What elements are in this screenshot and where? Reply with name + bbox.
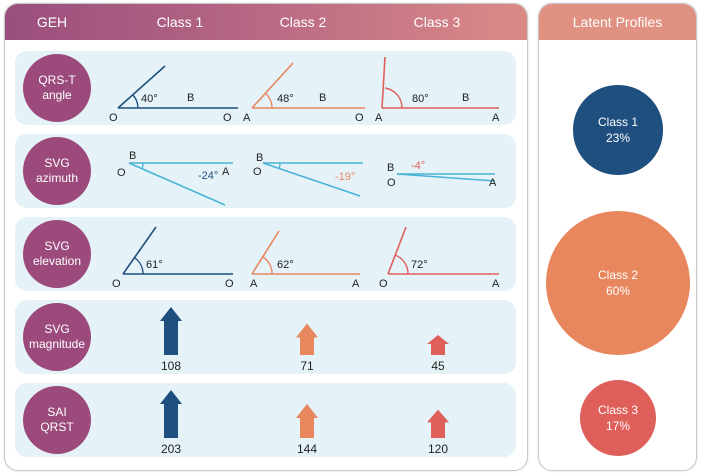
elevation-class1-right: O [225,278,234,290]
azimuth-class1-b: B [129,150,136,162]
magnitude-class3-value: 45 [431,359,445,373]
qrst-angle-class1-right: O [223,112,232,124]
qrst-angle-class2-right: O [355,112,364,124]
azimuth-class3-b: B [387,162,394,174]
azimuth-class1 [128,162,233,206]
qrst-angle-class1 [117,65,238,109]
geh-panel: GEH Class 1 Class 2 Class 3 QRS-T angle … [4,3,528,471]
label-line1: SVG [44,322,70,336]
elevation-class3-value: 72° [411,259,428,271]
elevation-class2 [251,230,360,275]
sai-arrow-class3 [427,409,449,438]
azimuth-class3-value: -4° [411,160,425,172]
qrst-angle-class2-left: A [243,112,251,124]
svg-magnitude-arrows: 108 71 45 [160,307,449,373]
magnitude-arrow-class1 [160,307,182,355]
elevation-class3 [387,226,499,275]
azimuth-class3-right: A [489,177,497,189]
elevation-class3-right: A [492,278,500,290]
label-line1: SAI [47,405,67,419]
label-svg-magnitude: SVG magnitude [23,303,91,371]
label-qrst-angle: QRS-T angle [23,54,91,122]
qrst-angle-class2-b: B [319,92,326,104]
row-sai-qrst: SAI QRST 203 144 120 [15,383,516,457]
azimuth-class2-left: O [253,166,262,178]
table-header: GEH Class 1 Class 2 Class 3 [5,4,527,40]
profile-class3-name: Class 3 [597,402,638,417]
profile-class3-pct: 17% [605,418,630,433]
azimuth-class3-left: O [387,177,396,189]
elevation-class1-left: O [112,278,121,290]
magnitude-class1-value: 108 [161,359,181,373]
profile-class1-pct: 23% [605,130,630,145]
qrst-angle-class3-left: A [375,112,383,124]
profile-class2: Class 2 60% [546,211,690,355]
label-line2: QRST [40,420,74,434]
label-svg-azimuth: SVG azimuth [23,137,91,205]
qrst-angle-class2-value: 48° [277,93,294,105]
svg-azimuth-diagrams: B O A -24° B O -19° B O A -4° [117,150,497,206]
qrst-angle-class2 [251,62,365,109]
qrst-angle-class3-value: 80° [412,93,429,105]
elevation-class3-left: O [379,278,388,290]
qrst-angle-class3-b: B [462,92,469,104]
qrst-angle-class1-b: B [187,92,194,104]
qrst-angle-class3-right: A [492,112,500,124]
latent-profiles-title: Latent Profiles [572,14,663,30]
magnitude-arrow-class3 [427,335,449,355]
qrst-angle-class3 [381,56,499,109]
azimuth-class3 [396,173,496,182]
sai-class3-value: 120 [428,442,448,456]
qrst-angle-class1-left: O [109,112,118,124]
label-line1: QRS-T [38,73,76,87]
latent-profiles-panel: Latent Profiles Class 1 23% Class 2 60% … [538,3,697,471]
row-svg-azimuth: SVG azimuth B O A -24° B O -19° [15,134,516,208]
svg-elevation-diagrams: 61° O O 62° A A 72° O A [112,226,500,290]
sai-arrow-class1 [160,390,182,438]
azimuth-class2-value: -19° [335,171,355,183]
header-geh: GEH [36,14,68,30]
sai-class2-value: 144 [297,442,317,456]
label-line2: magnitude [28,337,86,351]
header-class1: Class 1 [156,14,204,30]
elevation-class2-value: 62° [277,259,294,271]
profile-class2-pct: 60% [605,284,631,298]
row-svg-magnitude: SVG magnitude 108 71 45 [15,300,516,374]
azimuth-class1-value: -24° [198,170,218,182]
profile-class2-name: Class 2 [597,268,638,282]
header-class3: Class 3 [413,14,461,30]
label-line1: SVG [44,156,70,170]
row-qrst-angle: QRS-T angle 40° B O O 48° B A O [15,51,516,125]
profile-class1-name: Class 1 [597,114,638,129]
azimuth-class1-left: O [117,167,126,179]
magnitude-class2-value: 71 [300,359,314,373]
azimuth-class1-right: A [222,166,230,178]
profile-class1: Class 1 23% [573,85,663,175]
sai-class1-value: 203 [161,442,181,456]
sai-arrow-class2 [296,403,318,438]
elevation-class2-right: A [352,278,360,290]
elevation-class2-left: A [250,278,258,290]
azimuth-class2-b: B [256,152,263,164]
label-svg-elevation: SVG elevation [23,220,91,288]
label-line2: angle [42,88,72,102]
header-class2: Class 2 [279,14,327,30]
elevation-class1-value: 61° [146,259,163,271]
sai-qrst-arrows: 203 144 120 [160,390,449,456]
label-line1: SVG [44,239,70,253]
magnitude-arrow-class2 [296,323,318,355]
latent-profiles-header: Latent Profiles [539,4,696,40]
label-line2: elevation [32,254,82,268]
label-line2: azimuth [35,171,79,185]
azimuth-class2 [262,162,363,197]
qrst-angle-class1-value: 40° [141,93,158,105]
row-svg-elevation: SVG elevation 61° O O 62° A A [15,217,516,291]
qrst-angle-diagrams: 40° B O O 48° B A O 80° B A A [109,56,500,124]
profile-class3: Class 3 17% [579,379,657,457]
label-sai-qrst: SAI QRST [23,386,91,454]
elevation-class1 [122,226,233,275]
